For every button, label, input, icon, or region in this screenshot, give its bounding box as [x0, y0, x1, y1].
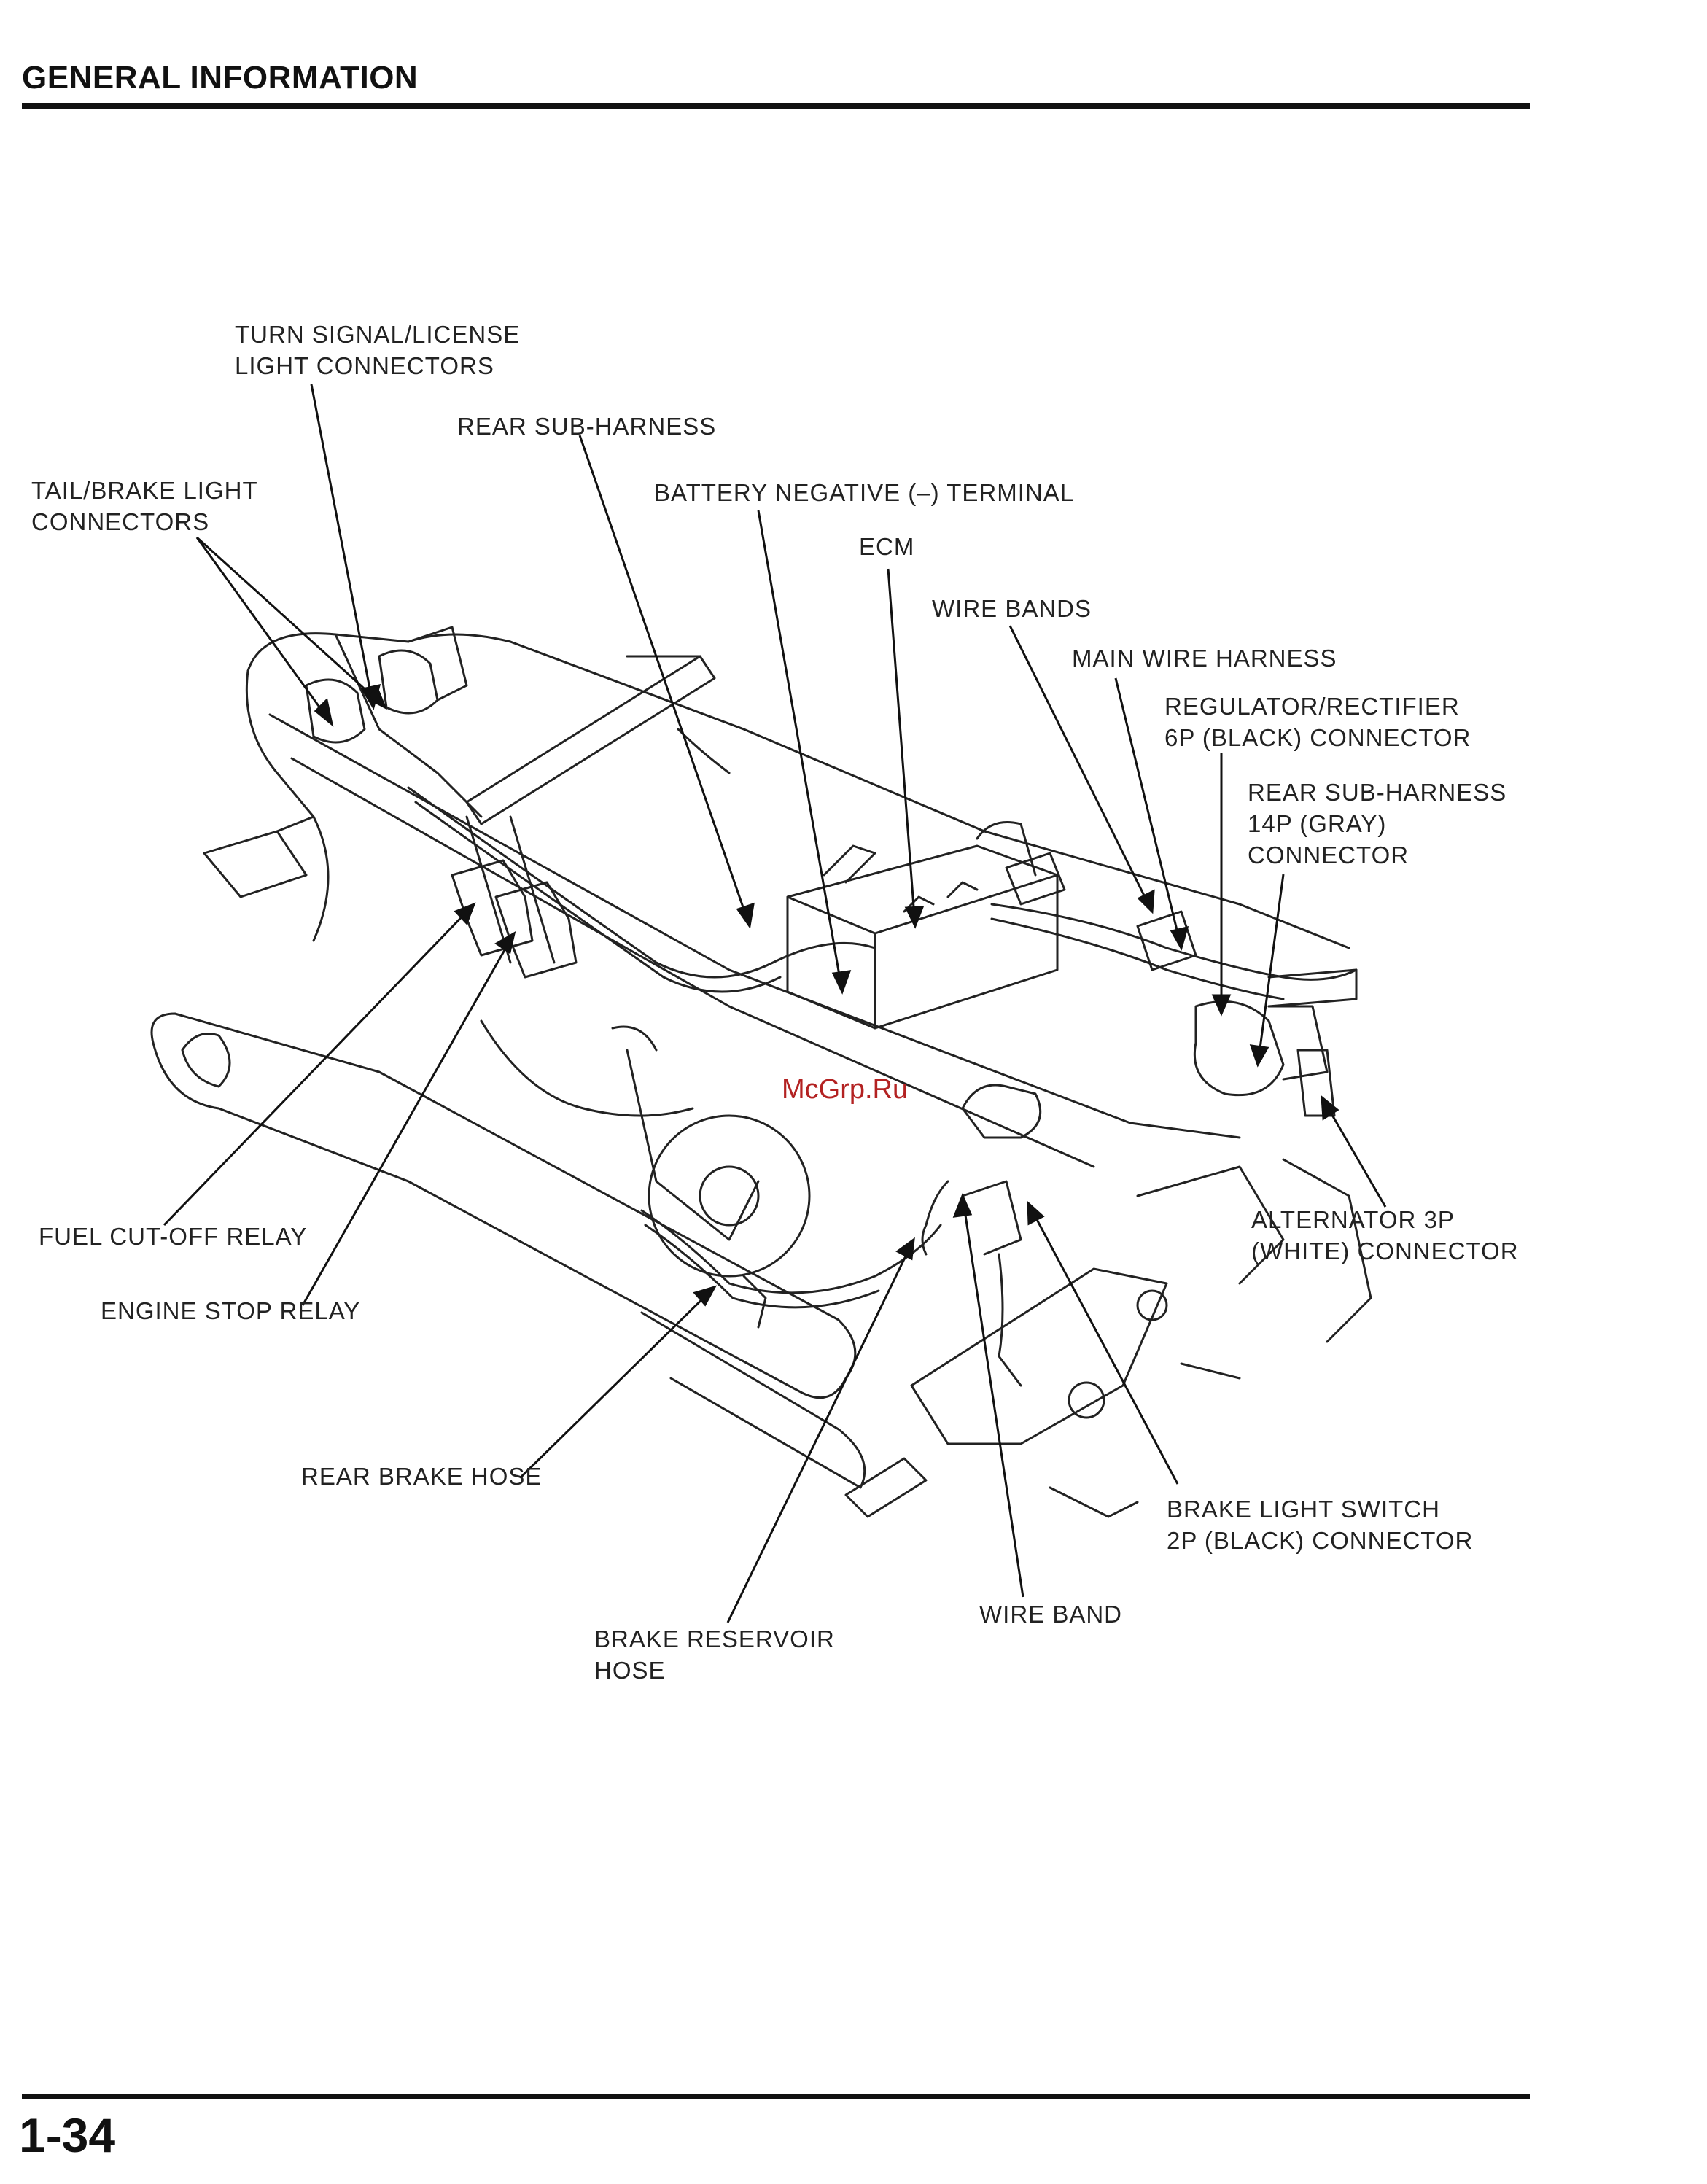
- label-battery-negative-terminal: BATTERY NEGATIVE (–) TERMINAL: [654, 479, 1075, 506]
- label-ecm: ECM: [859, 533, 915, 560]
- footer-rule: [22, 2094, 1530, 2099]
- label-wire-band: WIRE BAND: [979, 1601, 1123, 1628]
- page-number: 1-34: [19, 2108, 116, 2162]
- label-regulator-rectifier-connector: REGULATOR/RECTIFIER 6P (BLACK) CONNECTOR: [1164, 693, 1471, 751]
- label-main-wire-harness: MAIN WIRE HARNESS: [1072, 645, 1337, 672]
- label-rear-brake-hose: REAR BRAKE HOSE: [301, 1463, 543, 1490]
- label-brake-light-switch-connector: BRAKE LIGHT SWITCH 2P (BLACK) CONNECTOR: [1167, 1496, 1474, 1554]
- label-brake-reservoir-hose: BRAKE RESERVOIR HOSE: [594, 1625, 835, 1684]
- label-rear-sub-harness-14p-connector: REAR SUB-HARNESS 14P (GRAY) CONNECTOR: [1248, 779, 1507, 868]
- label-engine-stop-relay: ENGINE STOP RELAY: [101, 1297, 361, 1324]
- label-turn-signal-license-light-connectors: TURN SIGNAL/LICENSE LIGHT CONNECTORS: [235, 321, 521, 379]
- label-wire-bands: WIRE BANDS: [932, 595, 1092, 622]
- label-tail-brake-light-connectors: TAIL/BRAKE LIGHT CONNECTORS: [31, 477, 258, 535]
- watermark: McGrp.Ru: [782, 1074, 909, 1105]
- label-rear-sub-harness: REAR SUB-HARNESS: [457, 413, 717, 440]
- label-alternator-connector: ALTERNATOR 3P (WHITE) CONNECTOR: [1251, 1206, 1519, 1264]
- label-fuel-cut-off-relay: FUEL CUT-OFF RELAY: [39, 1223, 308, 1250]
- page-header: GENERAL INFORMATION: [22, 60, 419, 96]
- header-rule: [22, 103, 1530, 109]
